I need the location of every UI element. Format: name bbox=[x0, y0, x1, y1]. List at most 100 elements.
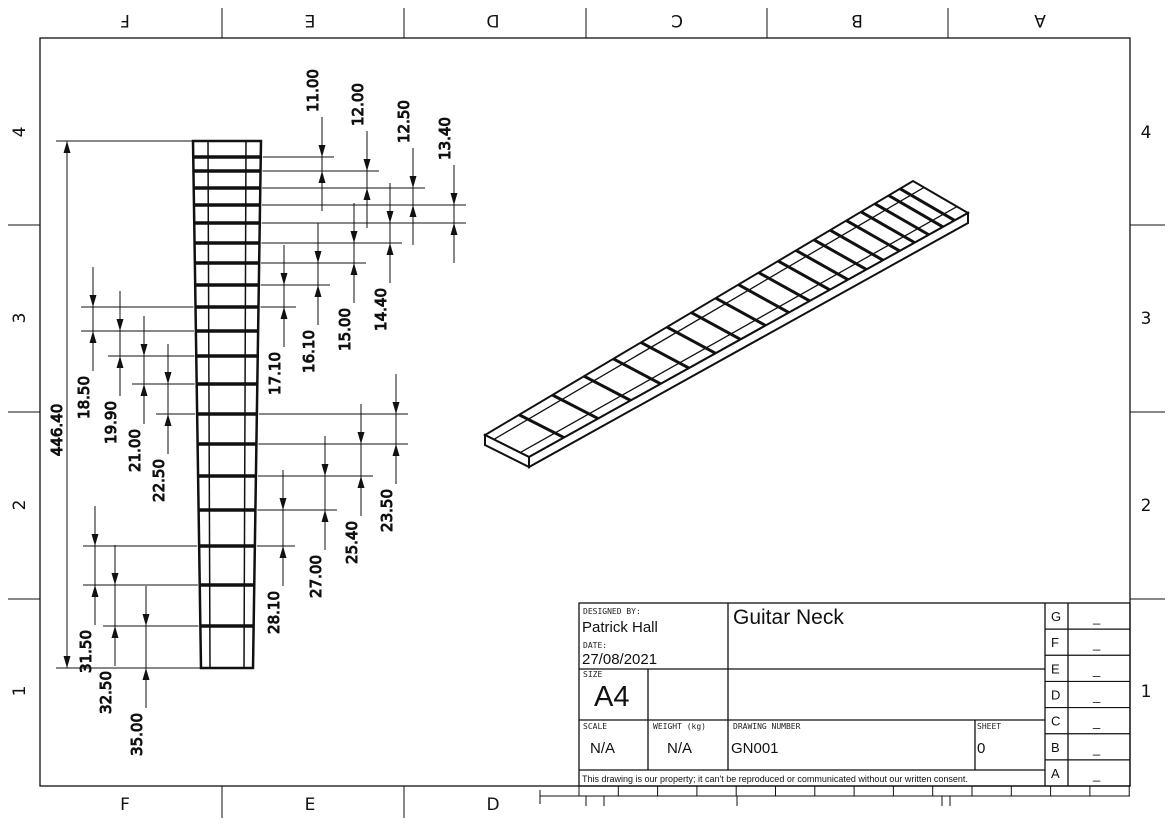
dimension-label: 31.50 bbox=[77, 630, 95, 673]
iso-fret bbox=[860, 210, 916, 244]
iso-top-face bbox=[482, 179, 971, 459]
revision-value: _ bbox=[1092, 610, 1101, 625]
dimension-label: 12.50 bbox=[395, 100, 413, 143]
iso-fret bbox=[737, 283, 790, 314]
dimension-arrow bbox=[142, 668, 150, 680]
dimension-label: 12.00 bbox=[349, 83, 367, 126]
dimension-label: 27.00 bbox=[307, 555, 325, 598]
dimension-arrow bbox=[409, 176, 417, 188]
iso-fret bbox=[612, 357, 662, 386]
size-label: SIZE bbox=[583, 670, 602, 679]
designed-by-label: DESIGNED BY: bbox=[583, 607, 641, 616]
dimension-arrow bbox=[357, 432, 365, 444]
iso-inner-line bbox=[493, 186, 925, 440]
zone-label-bottom: E bbox=[305, 795, 316, 815]
dimension-arrow bbox=[280, 273, 288, 285]
dimension-arrow bbox=[392, 402, 400, 414]
dimension-arrow bbox=[279, 498, 287, 510]
dimension-label: 18.50 bbox=[75, 376, 93, 419]
iso-fret bbox=[777, 259, 831, 292]
dimension-arrow bbox=[63, 141, 71, 153]
zone-label-top: E bbox=[305, 10, 316, 30]
dimension-label: 28.10 bbox=[265, 591, 283, 634]
revision-value: _ bbox=[1092, 715, 1101, 730]
dimension-arrow bbox=[116, 356, 124, 368]
dimension-label: 11.00 bbox=[304, 69, 322, 112]
drawing-number-value: GN001 bbox=[731, 740, 779, 757]
drawing-title: Guitar Neck bbox=[733, 606, 844, 629]
dimension-arrow bbox=[280, 307, 288, 319]
revision-value: _ bbox=[1092, 662, 1101, 677]
revision-letter: G bbox=[1051, 609, 1061, 624]
dimension-label: 17.10 bbox=[266, 352, 284, 395]
dimension-arrow bbox=[63, 656, 71, 668]
dimension-label: 15.00 bbox=[336, 308, 354, 351]
dimension-arrow bbox=[142, 614, 150, 626]
dimension-arrow bbox=[89, 331, 97, 343]
iso-fret bbox=[845, 219, 901, 253]
zone-label-right: 1 bbox=[1141, 682, 1152, 702]
dimension-label: 16.10 bbox=[300, 330, 318, 373]
dimensions: 11.00 12.00 12.50 13.40 14.40 15.00 16.10 17.10… bbox=[48, 69, 466, 756]
dimension-arrow bbox=[164, 372, 172, 384]
zone-label-bottom: D bbox=[486, 795, 499, 815]
iso-fret bbox=[640, 341, 690, 370]
dimension-arrow bbox=[357, 476, 365, 488]
dimension-label: 14.40 bbox=[372, 288, 390, 331]
dimension-arrow bbox=[386, 211, 394, 223]
dimension-label: 35.00 bbox=[128, 713, 146, 756]
revision-value: _ bbox=[1092, 767, 1101, 782]
dimension-arrow bbox=[116, 319, 124, 331]
title-block: G_F_E_D_C_B_A_ DESIGNED BY: Patrick Hall… bbox=[578, 602, 1131, 787]
dimension-arrow bbox=[140, 384, 148, 396]
dimension-arrow bbox=[363, 188, 371, 200]
dimension-arrow bbox=[164, 414, 172, 426]
revision-letter: D bbox=[1051, 688, 1060, 703]
dimension-label: 19.90 bbox=[102, 401, 120, 444]
iso-fret bbox=[829, 228, 884, 262]
iso-fret bbox=[690, 311, 742, 341]
revision-letter: C bbox=[1051, 714, 1060, 729]
zone-label-right: 3 bbox=[1141, 309, 1152, 329]
dimension-arrow bbox=[91, 534, 99, 546]
size-value: A4 bbox=[594, 681, 629, 713]
iso-fret bbox=[757, 271, 811, 303]
zone-label-left: 3 bbox=[10, 313, 30, 324]
dimension-arrow bbox=[409, 205, 417, 217]
designer-name: Patrick Hall bbox=[582, 619, 658, 636]
dimension-arrow bbox=[450, 193, 458, 205]
dimension-arrow bbox=[450, 223, 458, 235]
iso-side-face bbox=[528, 211, 969, 469]
iso-fret bbox=[551, 393, 599, 420]
dimension-arrow bbox=[314, 285, 322, 297]
weight-label: WEIGHT (kg) bbox=[653, 722, 706, 731]
isometric-view bbox=[482, 179, 971, 469]
zone-label-top: B bbox=[851, 10, 863, 30]
dimension-arrow bbox=[314, 251, 322, 263]
dimension-arrow bbox=[321, 464, 329, 476]
fretboard-inner-line bbox=[243, 140, 247, 669]
dimension-arrow bbox=[318, 171, 326, 183]
iso-fret bbox=[583, 374, 632, 402]
zone-label-top: C bbox=[671, 10, 683, 30]
iso-fret bbox=[887, 194, 944, 229]
iso-fret bbox=[666, 325, 717, 355]
dimension-label: 32.50 bbox=[97, 671, 115, 714]
iso-fret bbox=[899, 187, 956, 222]
revision-value: _ bbox=[1092, 636, 1101, 651]
dimension-arrow bbox=[111, 573, 119, 585]
dimension-label: 23.50 bbox=[378, 489, 396, 532]
dimension-label: 21.00 bbox=[126, 429, 144, 472]
dimension-label: 13.40 bbox=[436, 117, 454, 160]
dimension-arrow bbox=[386, 243, 394, 255]
dimension-arrow bbox=[363, 159, 371, 171]
zone-label-top: F bbox=[120, 10, 130, 30]
iso-fret bbox=[714, 296, 767, 327]
fretboard-inner-line bbox=[207, 140, 211, 669]
zone-label-top: A bbox=[1034, 10, 1046, 30]
dimension-arrow bbox=[279, 546, 287, 558]
dimension-arrow bbox=[140, 344, 148, 356]
zone-label-left: 2 bbox=[10, 500, 30, 511]
